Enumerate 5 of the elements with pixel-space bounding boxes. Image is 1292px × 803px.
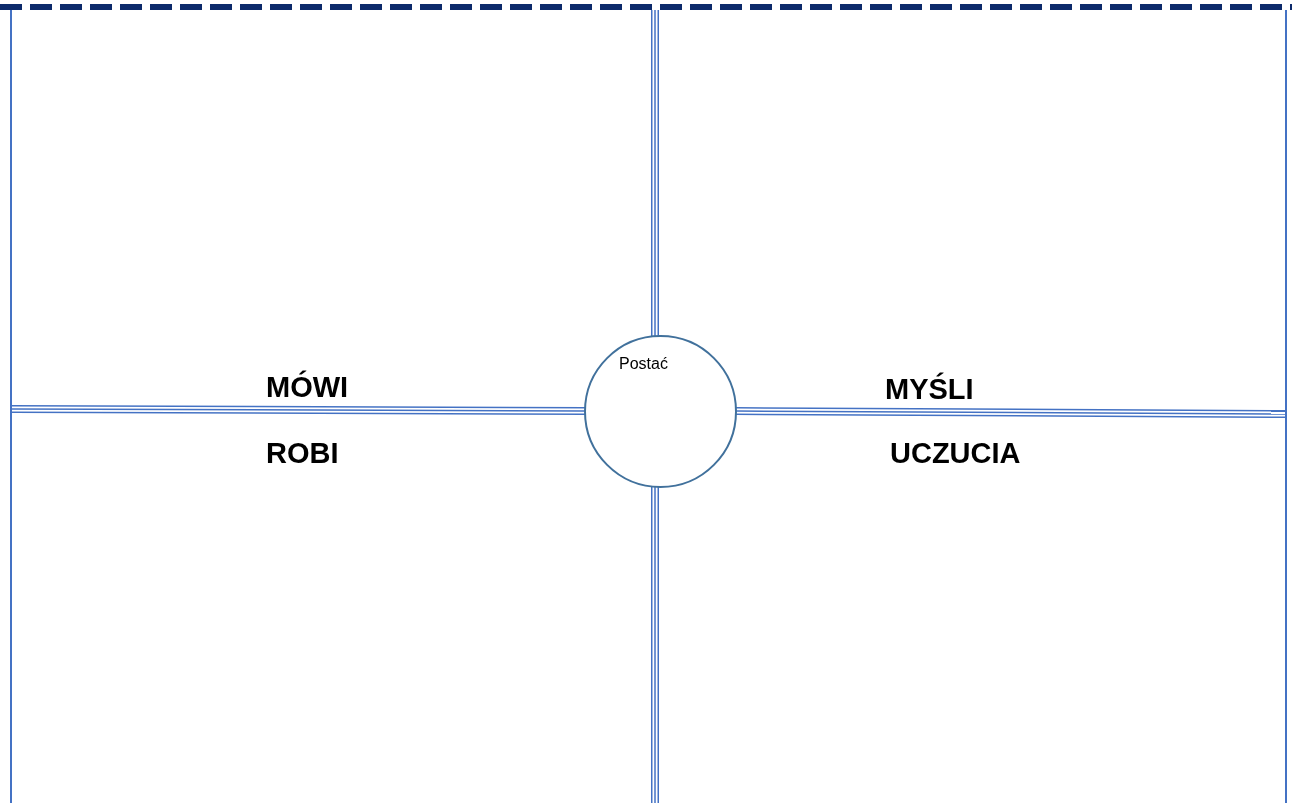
- quadrant-heading: ROBI: [266, 436, 339, 471]
- quadrant-heading: MYŚLI: [885, 371, 974, 407]
- quadrant-heading: UCZUCIA: [890, 436, 1021, 471]
- quadrant-heading: MÓWI: [266, 369, 349, 405]
- circle-label: Postać: [619, 354, 668, 374]
